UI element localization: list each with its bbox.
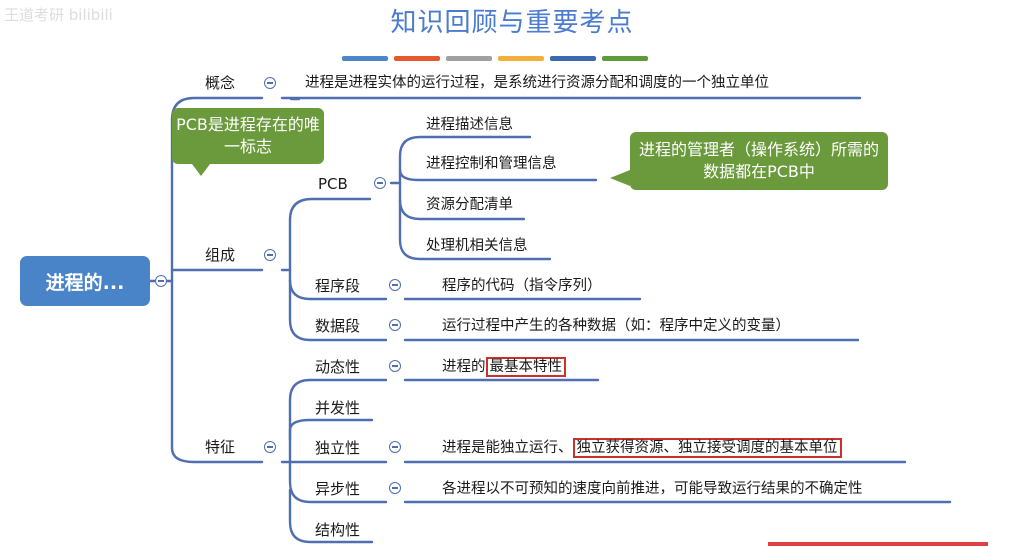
- concept-collapse-icon[interactable]: [264, 77, 276, 89]
- independence-text-prefix: 进程是能独立运行、: [442, 440, 573, 456]
- pcb-item-description: 进程描述信息: [426, 117, 513, 133]
- program-segment-collapse-icon[interactable]: [389, 279, 401, 291]
- color-bar-segment: [550, 56, 596, 61]
- node-data-segment[interactable]: 数据段: [315, 317, 361, 335]
- dynamic-highlight: 最基本特性: [485, 357, 566, 377]
- branch-concept[interactable]: 概念: [205, 74, 236, 92]
- data-segment-text: 运行过程中产生的各种数据（如：程序中定义的变量）: [442, 318, 790, 334]
- edge-features-asynchrony: [288, 460, 388, 504]
- root-collapse-icon[interactable]: [155, 275, 167, 287]
- independence-text: 进程是能独立运行、独立获得资源、独立接受调度的基本单位: [442, 438, 842, 458]
- program-segment-text: 程序的代码（指令序列）: [442, 278, 602, 294]
- pcb-item-resources: 资源分配清单: [426, 197, 513, 213]
- branch-features[interactable]: 特征: [205, 438, 236, 456]
- independence-highlight: 独立获得资源、独立接受调度的基本单位: [572, 438, 842, 458]
- footer-accent: [768, 542, 988, 546]
- node-dynamic[interactable]: 动态性: [315, 358, 361, 376]
- dynamic-text-prefix: 进程的: [442, 359, 486, 375]
- asynchrony-collapse-icon[interactable]: [389, 482, 401, 494]
- node-concurrency[interactable]: 并发性: [315, 399, 361, 417]
- data-segment-collapse-icon[interactable]: [389, 319, 401, 331]
- node-structure[interactable]: 结构性: [315, 521, 361, 539]
- edge-root-features: [170, 446, 264, 464]
- edge-features-dynamic: [288, 378, 388, 464]
- watermark: 王道考研 bilibili: [4, 6, 113, 24]
- edge-pcb-control: [398, 168, 598, 182]
- edge-pcb-description: [398, 135, 532, 185]
- color-bar-segment: [602, 56, 648, 61]
- independence-collapse-icon[interactable]: [389, 441, 401, 453]
- root-node[interactable]: 进程的...: [20, 256, 150, 306]
- edge-pcb-processor: [398, 198, 552, 261]
- pcb-item-control: 进程控制和管理信息: [426, 156, 557, 172]
- node-independence[interactable]: 独立性: [315, 439, 361, 457]
- color-bar-segment: [342, 56, 388, 61]
- pcb-collapse-icon[interactable]: [374, 177, 386, 189]
- edge-composition-data: [288, 278, 388, 342]
- branch-composition[interactable]: 组成: [205, 246, 236, 264]
- callout-pcb-unique: PCB是进程存在的唯一标志: [172, 108, 324, 176]
- dynamic-text: 进程的最基本特性: [442, 357, 566, 377]
- features-collapse-icon[interactable]: [264, 441, 276, 453]
- callout-pcb-os-data: 进程的管理者（操作系统）所需的数据都在PCB中: [610, 132, 888, 190]
- node-pcb[interactable]: PCB: [318, 175, 348, 193]
- edge-features-concurrency: [288, 418, 374, 442]
- color-bar-segment: [394, 56, 440, 61]
- node-program-segment[interactable]: 程序段: [315, 277, 361, 295]
- color-bar-segment: [498, 56, 544, 61]
- dynamic-collapse-icon[interactable]: [389, 360, 401, 372]
- edge-composition-pcb: [288, 197, 372, 272]
- color-bar-segment: [446, 56, 492, 61]
- page-title: 知识回顾与重要考点: [390, 8, 634, 38]
- composition-collapse-icon[interactable]: [264, 249, 276, 261]
- concept-definition: 进程是进程实体的运行过程，是系统进行资源分配和调度的一个独立单位: [305, 75, 769, 91]
- edge-features-structure: [288, 488, 374, 544]
- pcb-item-processor: 处理机相关信息: [426, 238, 528, 254]
- asynchrony-text: 各进程以不可预知的速度向前推进，可能导致运行结果的不确定性: [442, 481, 863, 497]
- node-asynchrony[interactable]: 异步性: [315, 480, 361, 498]
